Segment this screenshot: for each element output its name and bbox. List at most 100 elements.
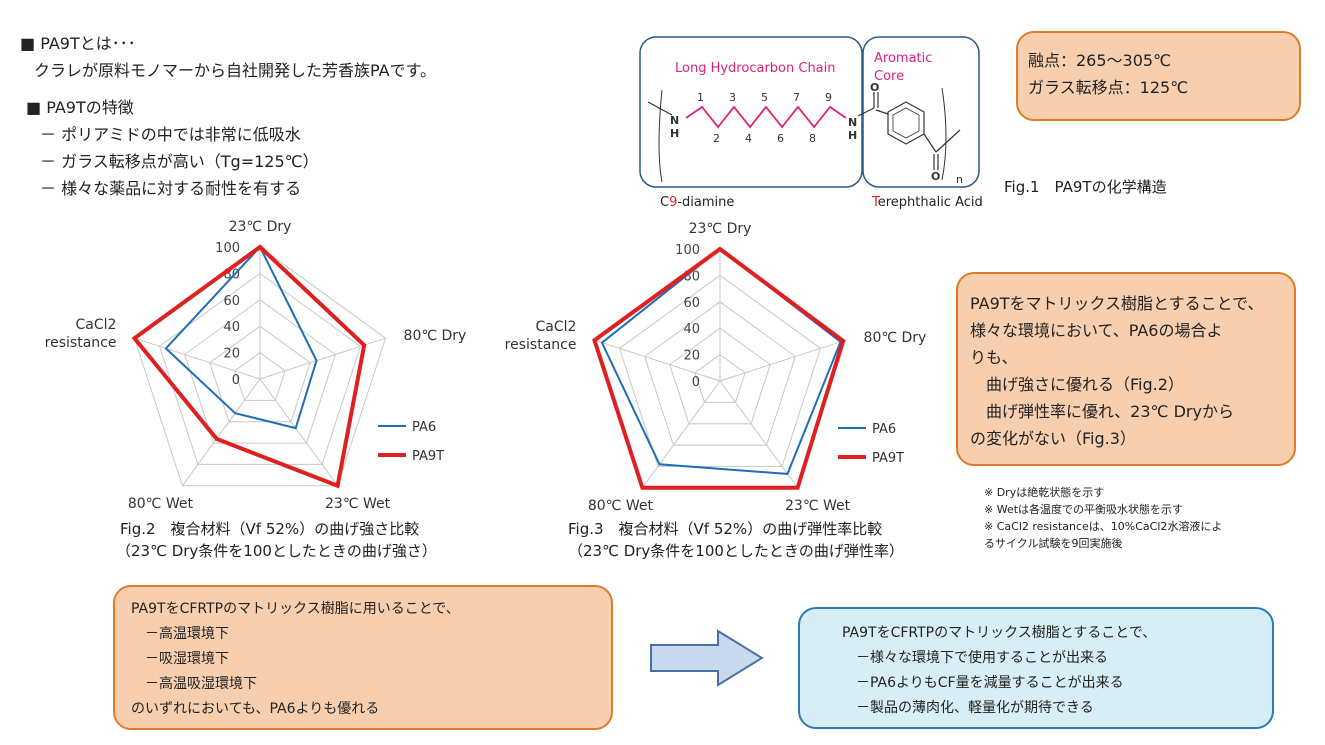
carbon-number: 1 [697, 91, 704, 104]
tick-label: 20 [683, 349, 700, 364]
fig3-caption: Fig.3 複合材料（Vf 52%）の曲げ弾性率比較 [568, 520, 883, 538]
grid-spoke [259, 378, 338, 487]
box-line: PA9TをCFRTPのマトリックス樹脂に用いることで、 [131, 601, 460, 617]
box-line: －高温吸湿環境下 [131, 676, 257, 692]
grid-spoke [594, 339, 721, 382]
tick-label: 60 [683, 296, 700, 311]
axis-label: 23℃ Dry [689, 221, 752, 237]
box-line: －高温環境下 [131, 626, 229, 642]
feature-item: － ガラス転移点が高い（Tg=125℃） [40, 152, 319, 171]
core-label-2: Core [874, 69, 904, 84]
diamine-label: C9-diamine [660, 195, 734, 210]
grid-spoke [642, 380, 721, 489]
series-pa6 [600, 247, 842, 475]
h-atom: H [848, 129, 857, 142]
bond-line [935, 129, 961, 153]
grid-spoke [134, 337, 261, 380]
tick-label: 100 [675, 243, 700, 258]
series-pa9t [592, 246, 846, 490]
box-line: －吸湿環境下 [131, 651, 229, 667]
carbon-number: 6 [777, 132, 784, 145]
grid-ring [209, 325, 311, 423]
axis-label: 80℃ Wet [128, 496, 194, 512]
notes: ※ Dryは絶乾状態を示す ※ Wetは各温度での平衡吸水状態を示す ※ CaC… [984, 484, 1222, 552]
summary-line: PA9Tをマトリックス樹脂とすることで、 [970, 294, 1264, 313]
box-line: －製品の薄肉化、軽量化が期待できる [842, 700, 1094, 716]
tick-label: 0 [232, 373, 240, 388]
bond-line [647, 101, 673, 116]
axis-label: resistance [505, 337, 577, 353]
hydrocarbon-chain [685, 105, 847, 129]
chain-frame [639, 36, 863, 188]
box-line: のいずれにおいても、PA6よりも優れる [131, 701, 380, 717]
tick-label: 60 [223, 294, 240, 309]
carbon-number: 4 [745, 132, 752, 145]
tick-label: 20 [223, 347, 240, 362]
summary-box: PA9Tをマトリックス樹脂とすることで、 様々な環境において、PA6の場合よ り… [956, 272, 1296, 466]
acid-label: Terephthalic Acid [871, 195, 983, 210]
axis-label: resistance [45, 335, 117, 351]
oxygen-atom: O [870, 81, 879, 94]
grid-ring [184, 299, 336, 444]
summary-line: 曲げ強さに優れる（Fig.2） [970, 375, 1184, 394]
melting-point: 融点：265～305℃ [1028, 51, 1172, 70]
note-line: ※ CaCl2 resistanceは、10%CaCl2水溶液によ [984, 520, 1223, 533]
axis-label: 23℃ Dry [229, 219, 292, 235]
right-arrow-icon [650, 629, 764, 687]
fig2-caption: Fig.2 複合材料（Vf 52%）の曲げ強さ比較 [120, 520, 420, 538]
grid-spoke [182, 378, 261, 487]
grid-ring [644, 301, 796, 446]
intro-description: クラレが原料モノマーから自社開発した芳香族PAです。 [34, 61, 436, 80]
core-label-1: Aromatic [874, 51, 932, 66]
h-atom: H [670, 127, 679, 140]
axis-label: CaCl2 [76, 317, 117, 333]
double-bond [933, 154, 939, 170]
box-line: PA9TをCFRTPのマトリックス樹脂とすることで、 [842, 625, 1157, 641]
carbon-number: 8 [809, 132, 816, 145]
axis-label: 23℃ Wet [785, 498, 851, 514]
legend-label: PA9T [872, 451, 904, 466]
grid-ring [669, 327, 771, 425]
fig2-subcaption: （23℃ Dry条件を100としたときの曲げ強さ） [116, 542, 437, 560]
tick-label: 40 [683, 322, 700, 337]
carbon-number: 2 [713, 132, 720, 145]
legend-label: PA6 [872, 422, 896, 437]
note-line: ※ Wetは各温度での平衡吸水状態を示す [984, 503, 1184, 516]
tick-label: 0 [692, 375, 700, 390]
grid-ring [694, 353, 746, 403]
n-atom: N [670, 114, 679, 127]
carbon-number: 5 [761, 91, 768, 104]
fig1-caption: Fig.1 PA9Tの化学構造 [1004, 178, 1167, 196]
fig3-subcaption: （23℃ Dry条件を100としたときの曲げ弾性率） [568, 542, 904, 560]
summary-line: 様々な環境において、PA6の場合よ [970, 321, 1223, 340]
right-bracket [941, 87, 947, 181]
grid-ring [618, 274, 822, 467]
tick-label: 40 [223, 320, 240, 335]
axis-label: 80℃ Dry [404, 328, 467, 344]
features-heading: ■ PA9Tの特徴 [26, 98, 134, 117]
grid-ring [158, 272, 362, 465]
grid-spoke [719, 339, 846, 382]
repeat-n: n [956, 173, 963, 186]
box-line: －PA6よりもCF量を減量することが出来る [842, 675, 1124, 691]
grid-ring [234, 351, 286, 401]
oxygen-atom: O [931, 170, 940, 183]
carbon-number: 7 [793, 91, 800, 104]
cfrtp-outcome-box: PA9TをCFRTPのマトリックス樹脂とすることで、 －様々な環境下で使用するこ… [798, 607, 1274, 729]
carbon-number: 9 [825, 91, 832, 104]
axis-label: 80℃ Wet [588, 498, 654, 514]
summary-line: の変化がない（Fig.3） [970, 429, 1136, 448]
series-pa9t [131, 244, 367, 489]
double-bond [873, 92, 879, 108]
feature-item: － 様々な薬品に対する耐性を有する [40, 179, 302, 198]
core-frame [862, 36, 980, 188]
n-atom: N [848, 116, 857, 129]
note-line: るサイクル試験を9回実施後 [984, 537, 1123, 550]
axis-label: 23℃ Wet [325, 496, 391, 512]
bond-line [875, 109, 889, 115]
grid-spoke [259, 337, 386, 380]
chemical-structure-diagram: Long Hydrocarbon Chain Aromatic Core N H… [639, 36, 983, 210]
properties-box: 融点：265～305℃ ガラス転移点：125℃ [1016, 31, 1301, 121]
